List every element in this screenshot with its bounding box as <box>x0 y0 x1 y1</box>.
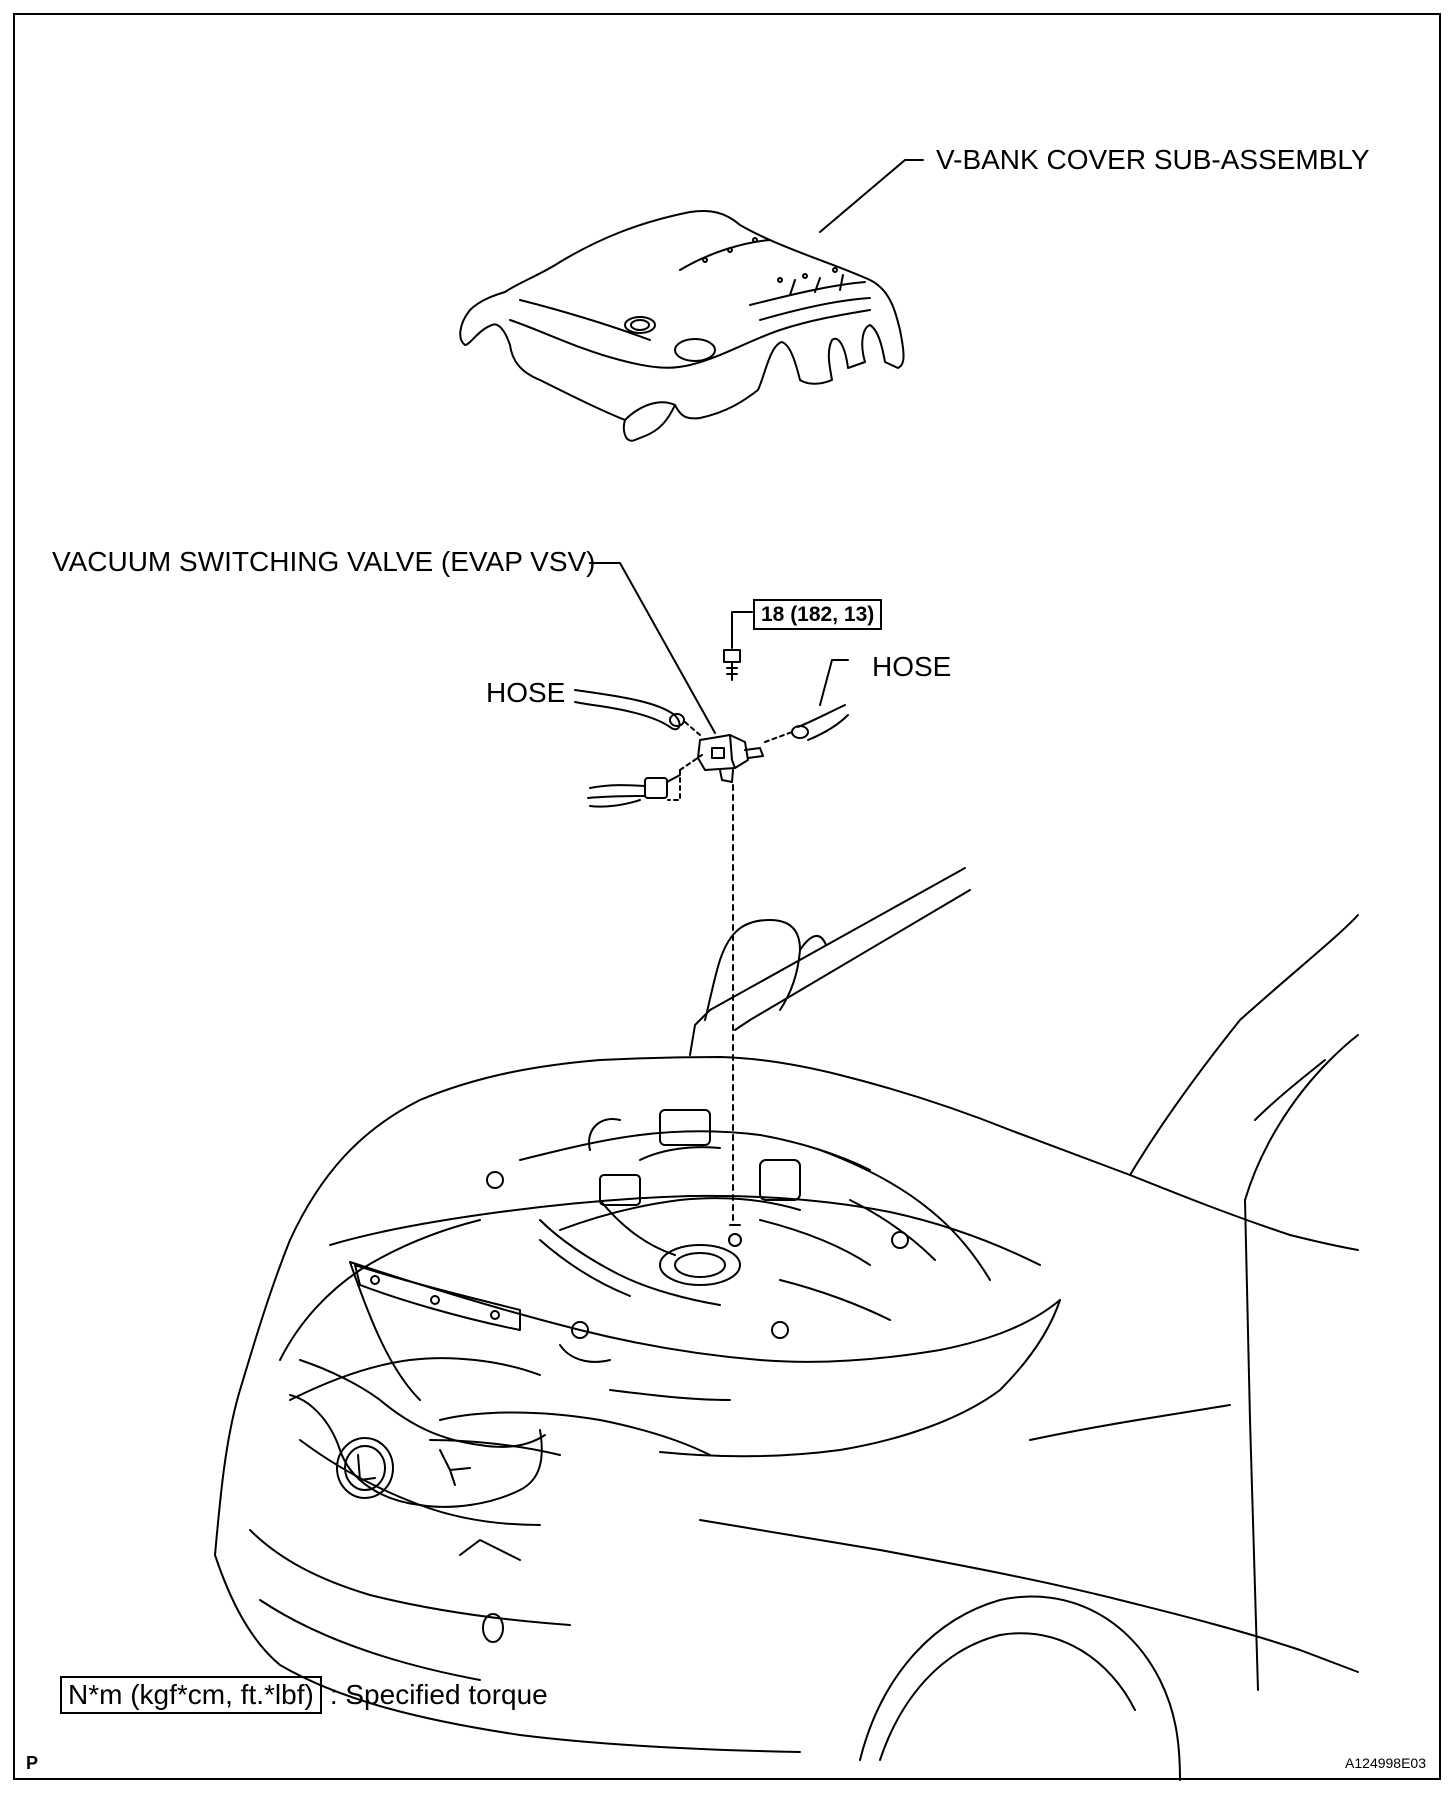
torque-spec-box: 18 (182, 13) <box>753 599 883 630</box>
label-v-bank-cover: V-BANK COVER SUB-ASSEMBLY <box>936 144 1370 175</box>
vehicle-illustration <box>215 868 1358 1780</box>
diagram-frame <box>13 13 1441 1780</box>
torque-legend: N*m (kgf*cm, ft.*lbf): Specified torque <box>60 1676 548 1714</box>
label-hose-right: HOSE <box>872 651 952 682</box>
legend-description: : Specified torque <box>329 1679 548 1710</box>
label-hose-left: HOSE <box>486 677 566 708</box>
label-vsv: VACUUM SWITCHING VALVE (EVAP VSV) <box>52 546 596 577</box>
vsv-assembly-illustration <box>575 563 848 1225</box>
v-bank-cover-illustration <box>460 160 923 441</box>
corner-mark: P <box>26 1753 39 1773</box>
figure-id: A124998E03 <box>1345 1755 1426 1771</box>
legend-key-box: N*m (kgf*cm, ft.*lbf) <box>60 1676 322 1714</box>
